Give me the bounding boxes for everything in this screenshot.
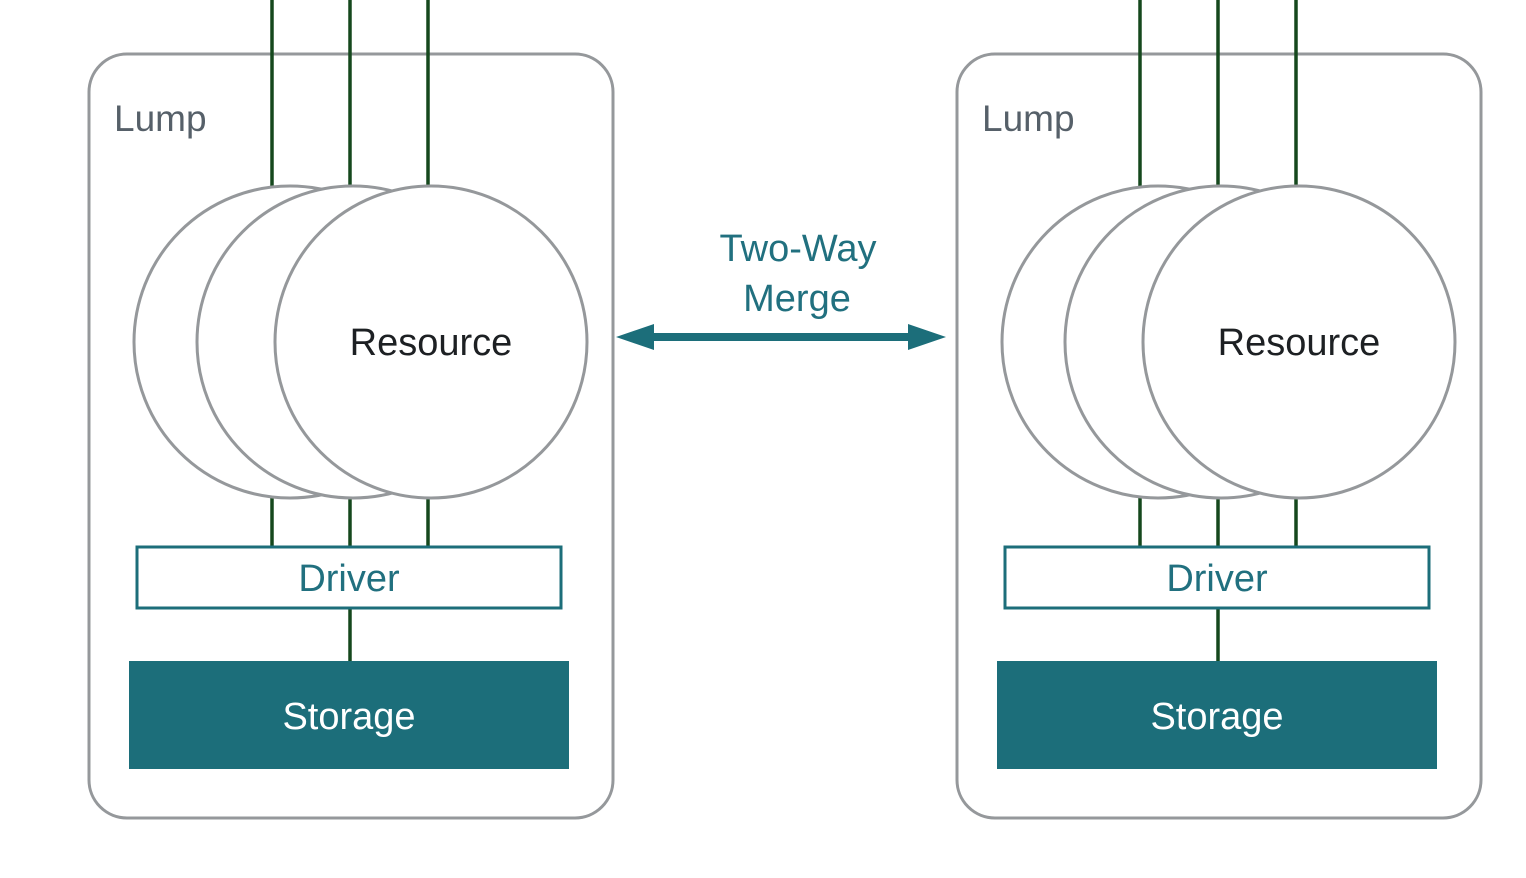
storage-box [129, 661, 569, 769]
storage-label: Storage [1150, 696, 1283, 738]
connector-label-line1: Two-Way [720, 228, 877, 270]
resource-circle-front [273, 184, 589, 500]
resource-circle-front [1141, 184, 1457, 500]
driver-label: Driver [298, 558, 400, 600]
two-way-merge-connector: Two-Way Merge [616, 228, 946, 350]
resource-label: Resource [1218, 322, 1381, 364]
lump-label: Lump [114, 98, 207, 139]
connector-label-line2: Merge [743, 278, 851, 320]
resource-label: Resource [350, 322, 513, 364]
storage-box [997, 661, 1437, 769]
driver-box [1003, 545, 1431, 610]
two-way-arrow-icon [616, 324, 946, 350]
lump-left: Lump Resource Driver Storage [87, 0, 615, 820]
storage-label: Storage [282, 696, 415, 738]
lump-label: Lump [982, 98, 1075, 139]
driver-box [135, 545, 563, 610]
lump-right: Lump Resource Driver Storage [955, 0, 1483, 820]
driver-label: Driver [1166, 558, 1268, 600]
